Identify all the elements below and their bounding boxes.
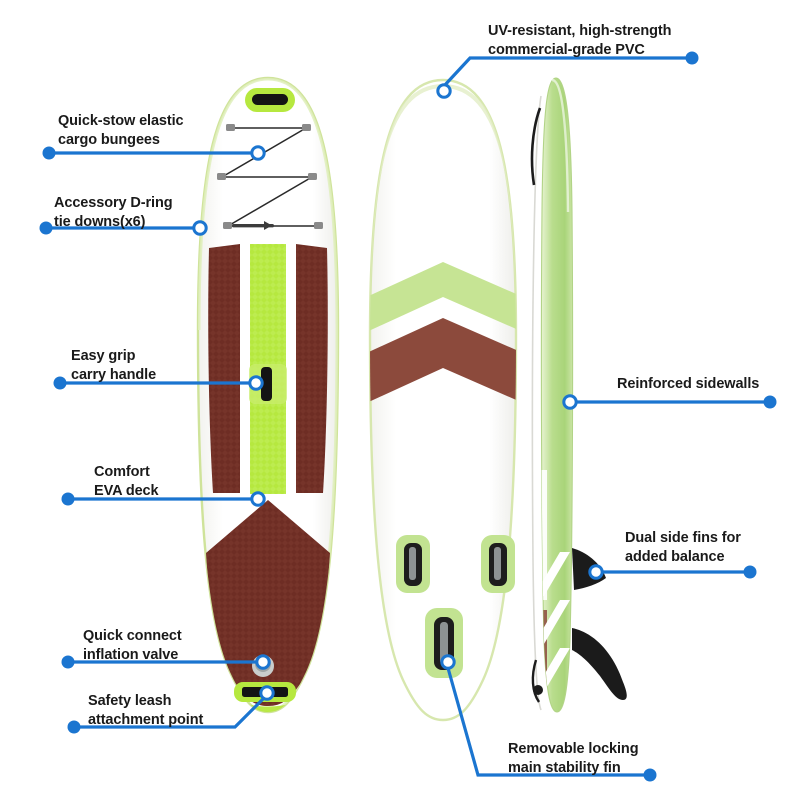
target-d-ring-tie-downs xyxy=(192,220,208,236)
target-cargo-bungees xyxy=(250,145,266,161)
callout-label-cargo-bungees: Quick-stow elastic cargo bungees xyxy=(58,113,184,148)
tail-green-patch xyxy=(220,690,316,712)
target-main-stability-fin xyxy=(440,654,456,670)
callout-endpoints xyxy=(39,51,777,782)
dot-main-stability-fin xyxy=(643,768,657,782)
dot-inflation-valve xyxy=(61,655,75,669)
target-carry-handle xyxy=(248,375,264,391)
side-fin-box-left xyxy=(396,535,430,593)
d-ring-tie-downs xyxy=(217,124,323,229)
dot-reinforced-sidewalls xyxy=(763,395,777,409)
side-fin-box-right xyxy=(481,535,515,593)
target-dual-side-fins xyxy=(588,564,604,580)
dot-leash-attachment xyxy=(67,720,81,734)
target-eva-deck xyxy=(250,491,266,507)
callout-label-d-ring-tie-downs: Accessory D-ring tie downs(x6) xyxy=(54,195,173,230)
callout-label-dual-side-fins: Dual side fins for added balance xyxy=(625,530,741,565)
line-pvc-material xyxy=(442,56,694,88)
dot-d-ring-tie-downs xyxy=(39,221,53,235)
dot-carry-handle xyxy=(53,376,67,390)
callout-label-eva-deck: Comfort EVA deck xyxy=(94,464,159,499)
board-deck-view xyxy=(196,76,340,714)
callout-label-reinforced-sidewalls: Reinforced sidewalls xyxy=(617,376,760,392)
center-carry-handle xyxy=(249,364,287,404)
eva-deck-pad xyxy=(206,244,330,706)
dot-pvc-material xyxy=(685,51,699,65)
callout-label-main-stability-fin: Removable locking main stability fin xyxy=(508,741,639,776)
dot-dual-side-fins xyxy=(743,565,757,579)
cargo-strap xyxy=(232,221,274,230)
target-leash-attachment xyxy=(259,685,275,701)
board-profile-view xyxy=(530,77,627,713)
target-inflation-valve xyxy=(255,654,271,670)
target-pvc-material xyxy=(436,83,452,99)
callout-label-inflation-valve: Quick connect inflation valve xyxy=(83,628,182,663)
target-reinforced-sidewalls xyxy=(562,394,578,410)
line-main-stability-fin xyxy=(446,666,652,777)
main-fin xyxy=(572,628,627,700)
callout-lines xyxy=(44,56,772,777)
line-leash-attachment xyxy=(72,693,269,729)
profile-hull-edge xyxy=(531,95,542,711)
profile-leash-dot xyxy=(533,685,543,695)
profile-nose-accent xyxy=(530,107,542,186)
callout-label-leash-attachment: Safety leash attachment point xyxy=(88,693,204,728)
dot-cargo-bungees xyxy=(42,146,56,160)
tail-kick-pad xyxy=(206,500,330,706)
dot-eva-deck xyxy=(61,492,75,506)
board-hull-view xyxy=(368,78,518,722)
nose-carry-handle xyxy=(245,88,295,112)
callout-label-carry-handle: Easy grip carry handle xyxy=(71,348,157,383)
callout-label-pvc-material: UV-resistant, high-strength commercial-g… xyxy=(488,23,672,58)
